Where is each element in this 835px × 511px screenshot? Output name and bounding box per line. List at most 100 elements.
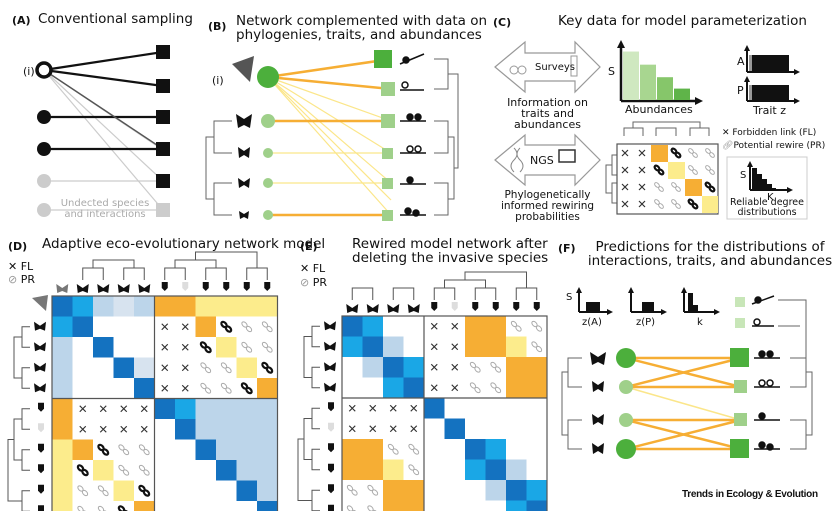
dna-icon [510,147,524,173]
matrix-cell [526,377,547,398]
forbidden-link-icon [181,343,189,351]
thermometer-icon [570,55,578,77]
matrix-cell [93,337,114,358]
butterfly-icon [324,382,336,392]
plant-phylogeny [790,357,813,450]
butterfly-icon [590,352,606,365]
matrix-cell [485,316,506,337]
flower-icon [264,282,271,291]
flower-icon [182,282,189,291]
flower-icon [492,302,499,311]
panel-c-title: Key data for model parameterization [558,13,807,29]
matrix-cell [52,398,73,419]
surveys-arrow [494,40,601,94]
matrix-cell [342,439,363,460]
network-link [43,50,164,72]
forbidden-link-icon [181,323,189,331]
matrix-cell [485,459,506,480]
plant-node [381,82,395,96]
matrix-cell [526,500,547,511]
butterfly-icon [238,147,250,158]
matrix-cell [52,419,73,440]
matrix-cell [257,419,278,440]
plant-node [382,148,393,159]
flower-icon [328,422,334,432]
matrix-cell [52,337,73,358]
butterfly-icon [236,114,252,128]
matrix-cell [134,296,155,317]
trait-a-distribution [744,45,800,75]
matrix-cell [236,439,257,460]
forbidden-link-icon [79,425,87,433]
matrix-cell [424,398,445,419]
matrix-cell [175,398,196,419]
plant-phylogeny [434,58,459,216]
matrix-cell [403,500,424,511]
forbidden-link-icon [120,405,128,413]
undetected-note: Undected species and interactions [60,198,150,220]
panel-d-label: (D) [8,240,28,253]
matrix-cell [195,398,216,419]
butterfly-icon [138,284,151,293]
animal-phylogeny [561,357,582,450]
journal-credit: Trends in Ecology & Evolution [682,489,818,500]
flower-icon [328,484,334,494]
matrix-cell [362,336,383,357]
forbidden-link-icon [430,343,438,351]
plant-node [156,142,170,156]
degree-histogram [681,287,720,315]
forbidden-link-icon [410,425,418,433]
matrix-cell [175,296,196,317]
abundance-bar [657,77,673,100]
flower-icon [202,282,209,291]
forbidden-link-icon [451,343,459,351]
matrix-cell [342,336,363,357]
matrix-cell [236,357,257,378]
legend-potential-rewire: 🔗︎Potential rewire (PR) [722,141,826,151]
matrix-cell [52,439,73,460]
matrix-cell [52,480,73,501]
panel-d-matrix [7,251,279,511]
surveys-label: Surveys [535,62,575,73]
degree-caption: Reliable degree distributions [730,197,804,218]
network-link [43,69,164,150]
abundance-histogram [617,40,703,105]
panel-d-title: Adaptive eco-evolutionary network model [42,236,326,252]
matrix-cell [506,480,527,501]
panel-a-network [35,45,170,217]
matrix-cell [362,357,383,378]
matrix-cell [195,439,216,460]
panel-b-marker: (i) [212,74,224,87]
matrix-cell [485,336,506,357]
matrix-cell [506,500,527,511]
trait-p-distribution [744,76,800,104]
matrix-cell [93,460,114,481]
forbidden-link-icon [621,183,629,191]
abundance-bar [640,64,656,100]
forbidden-link-icon [451,322,459,330]
plant-node [735,318,745,328]
matrix-cell [236,419,257,440]
computer-icon [558,149,576,163]
swallowtail-butterfly-icon [232,56,254,82]
cross-icon: ✕ [8,260,21,273]
matrix-cell [236,398,257,419]
plant-node [382,178,393,189]
butterfly-icon [34,342,46,352]
matrix-cell [342,459,363,480]
degree-y-label: S [740,170,747,181]
matrix-cell [257,398,278,419]
matrix-cell [52,357,73,378]
forbidden-link-icon [638,149,646,157]
matrix-cell [236,480,257,501]
ngs-arrow [494,133,601,187]
matrix-cell [383,336,404,357]
matrix-cell [465,459,486,480]
forbidden-link-icon [161,323,169,331]
panel-a-title: Conventional sampling [38,11,193,27]
matrix-cell [506,336,527,357]
forbidden-link-icon [161,343,169,351]
link-icon: ⊘ [8,273,21,286]
link-icon: 🔗︎ [722,141,734,151]
butterfly-icon [34,321,46,331]
